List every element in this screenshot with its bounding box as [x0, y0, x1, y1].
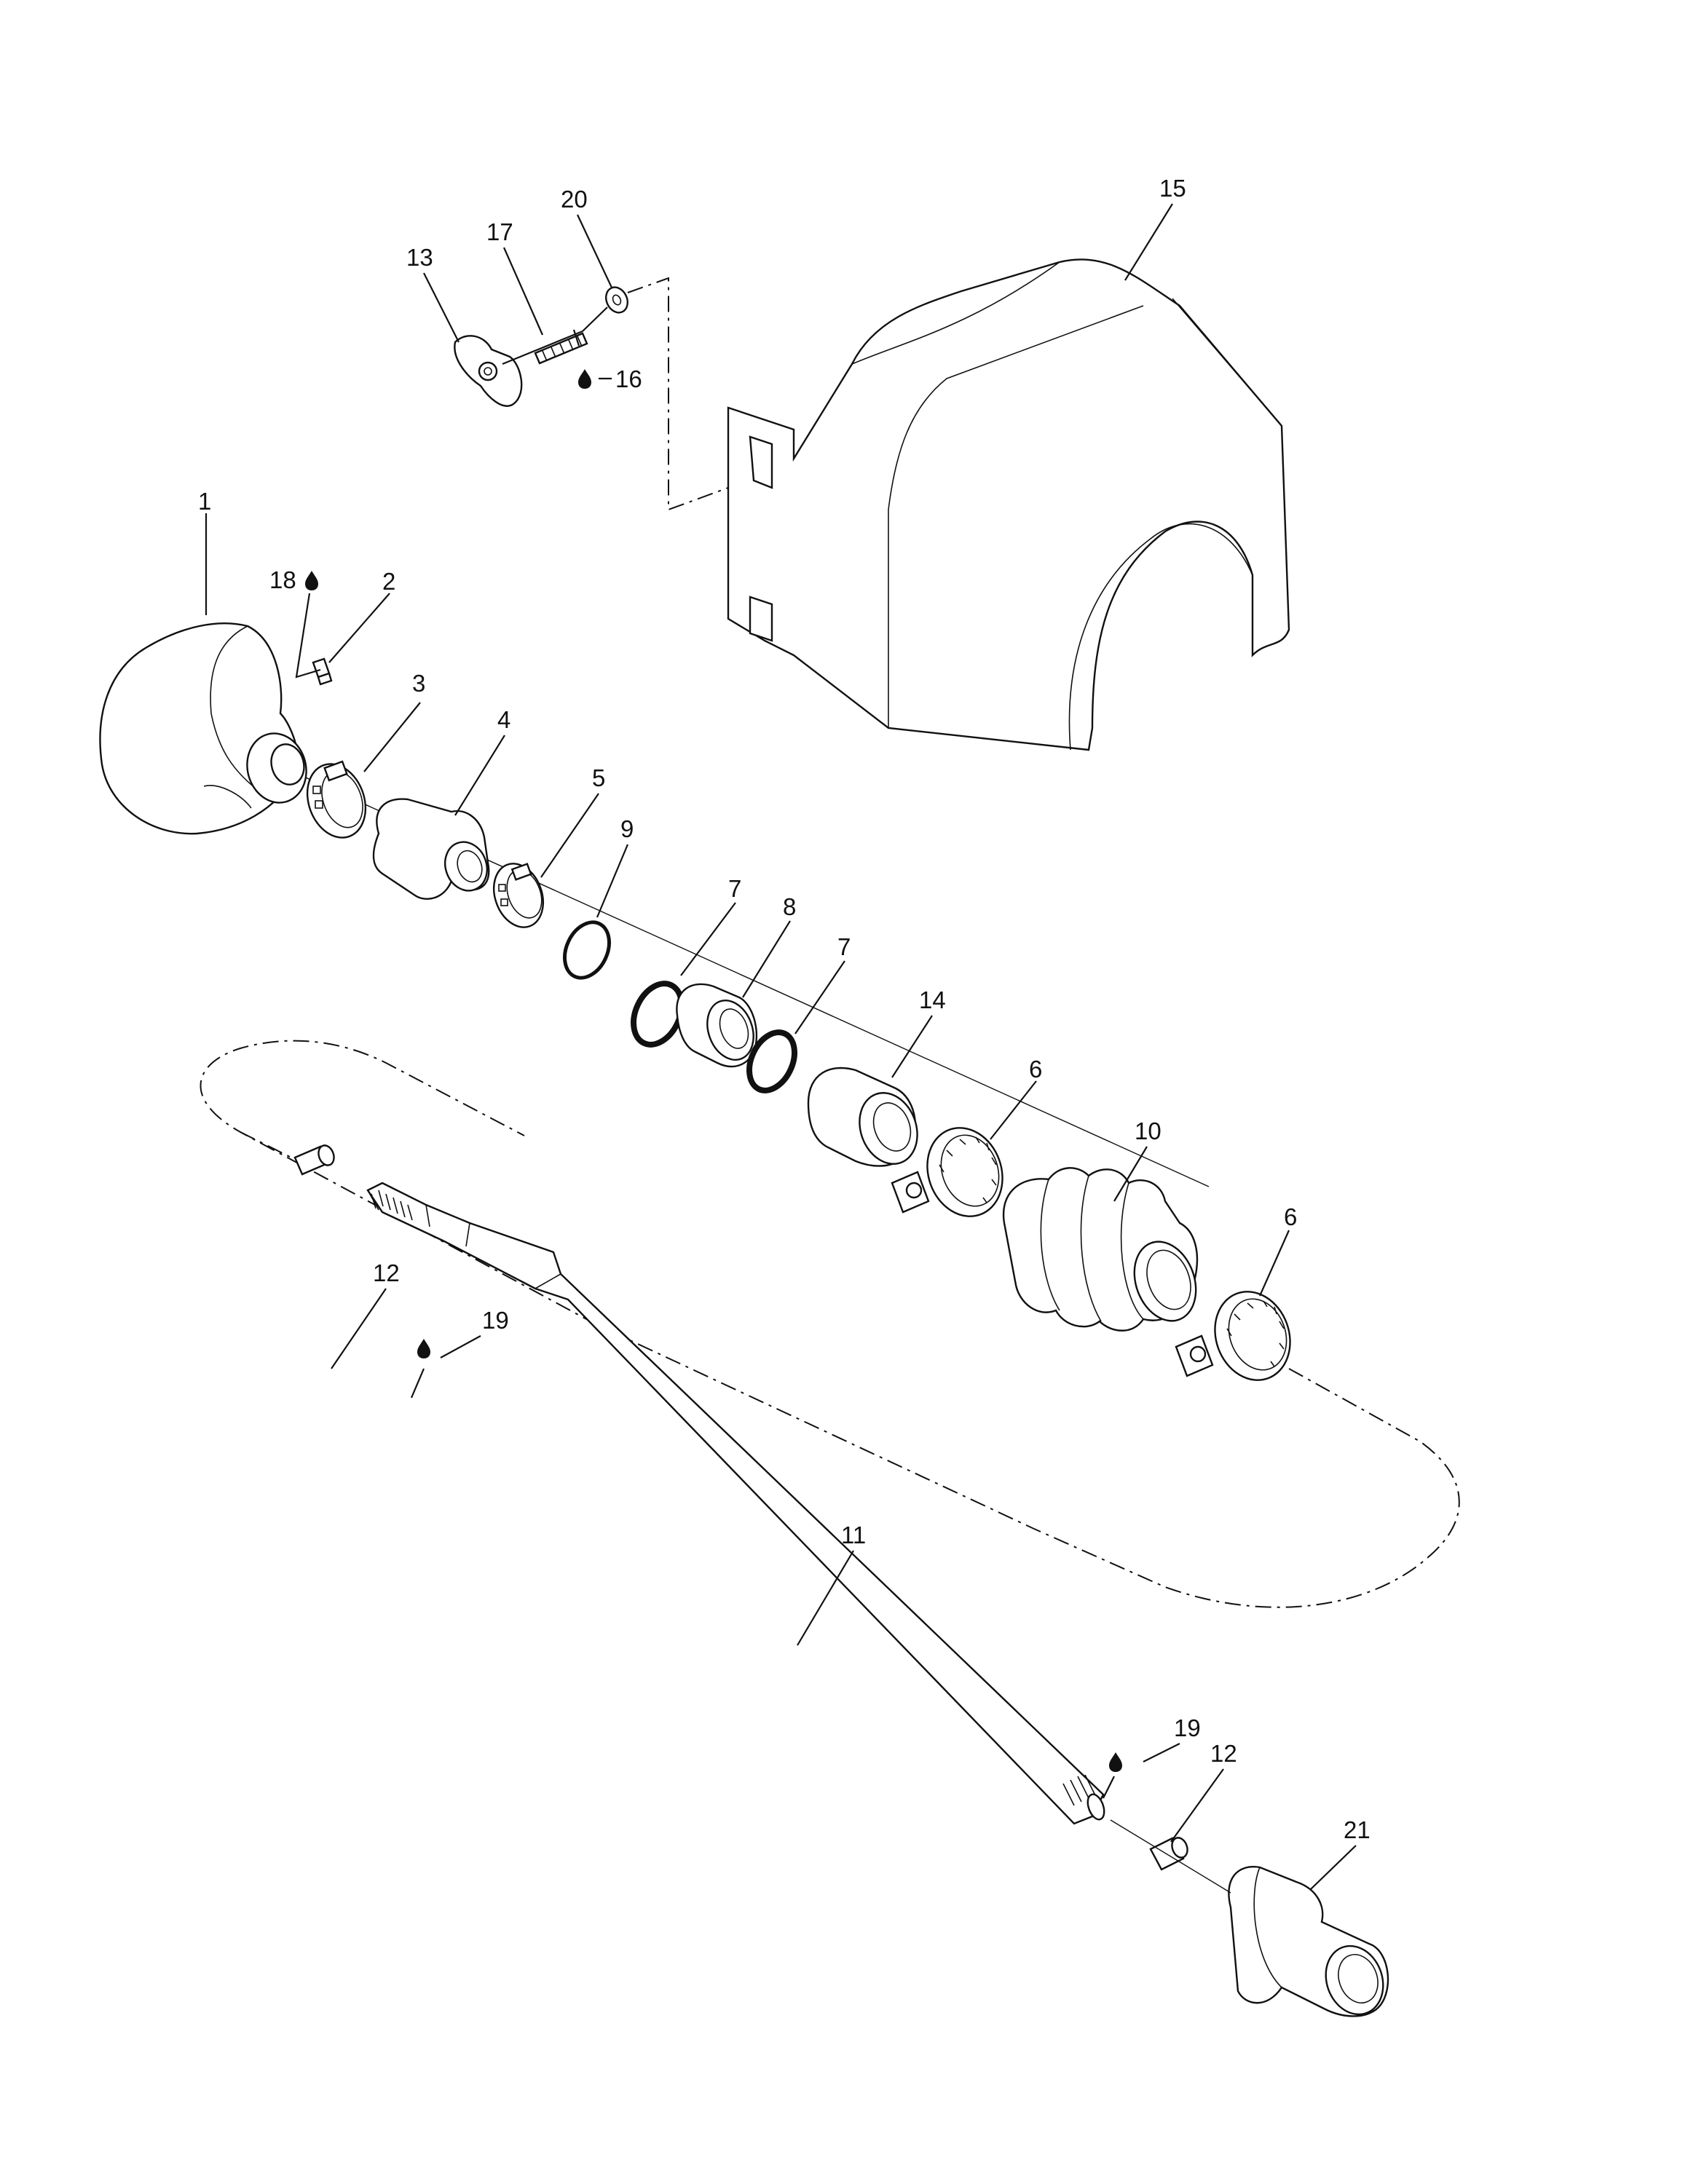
o-ring-part-7b [746, 1029, 797, 1093]
hose-clamp-part-6b [1175, 1291, 1291, 1381]
callout-5: 5 [592, 764, 605, 791]
plug-part-12a [293, 1144, 335, 1176]
callout-18: 18 [269, 566, 296, 593]
bearing-seat [246, 732, 307, 804]
cover-part-15 [727, 258, 1290, 751]
callout-10: 10 [1135, 1117, 1162, 1144]
callout-19: 19 [1174, 1714, 1201, 1741]
bushing-part-8 [676, 983, 758, 1068]
callout-6: 6 [1029, 1056, 1042, 1083]
callout-9: 9 [620, 815, 634, 842]
washer-part-20 [582, 286, 628, 332]
end-axis-line [1110, 1819, 1231, 1894]
clamp-part-3 [306, 760, 367, 839]
callout-14: 14 [919, 986, 946, 1013]
callout-19: 19 [482, 1307, 509, 1334]
callout-12: 12 [373, 1259, 400, 1286]
callout-3: 3 [412, 670, 425, 697]
shaft-part-11 [366, 1182, 1105, 1825]
callout-20: 20 [561, 186, 588, 213]
callout-17: 17 [486, 218, 513, 245]
callout-6: 6 [1284, 1203, 1297, 1230]
callout-21: 21 [1344, 1816, 1370, 1843]
callout-16: 16 [615, 365, 642, 392]
callout-1: 1 [198, 488, 211, 515]
wing-nut-part-13 [454, 335, 523, 407]
callout-11: 11 [841, 1522, 866, 1548]
leader-lines [205, 203, 1357, 1890]
callout-7: 7 [837, 933, 851, 960]
stud-part-17 [502, 330, 588, 365]
fitting-part-2 [312, 657, 333, 686]
o-ring-part-9 [563, 920, 611, 980]
hardware-alignment-line [627, 277, 729, 511]
adapter-part-21 [1228, 1866, 1389, 2017]
assembly-loop-line [200, 1040, 1460, 1608]
shaft-insert-line [240, 1131, 292, 1158]
callout-15: 15 [1159, 175, 1186, 202]
callout-8: 8 [783, 893, 796, 920]
callout-4: 4 [497, 706, 510, 733]
callout-7: 7 [728, 875, 741, 902]
spacer-part-14 [807, 1067, 918, 1167]
callout-12: 12 [1210, 1740, 1237, 1767]
sleeve-part-4 [372, 798, 490, 901]
callout-2: 2 [382, 568, 395, 595]
boot-part-10 [1002, 1167, 1199, 1332]
callout-13: 13 [406, 244, 433, 271]
callout-labels: 1 2 3 4 5 6 6 7 7 8 9 10 11 12 12 13 14 … [198, 175, 1370, 1843]
housing-part-1 [99, 622, 300, 835]
clamp-part-5 [493, 863, 544, 928]
hose-clamp-part-6a [891, 1127, 1003, 1217]
